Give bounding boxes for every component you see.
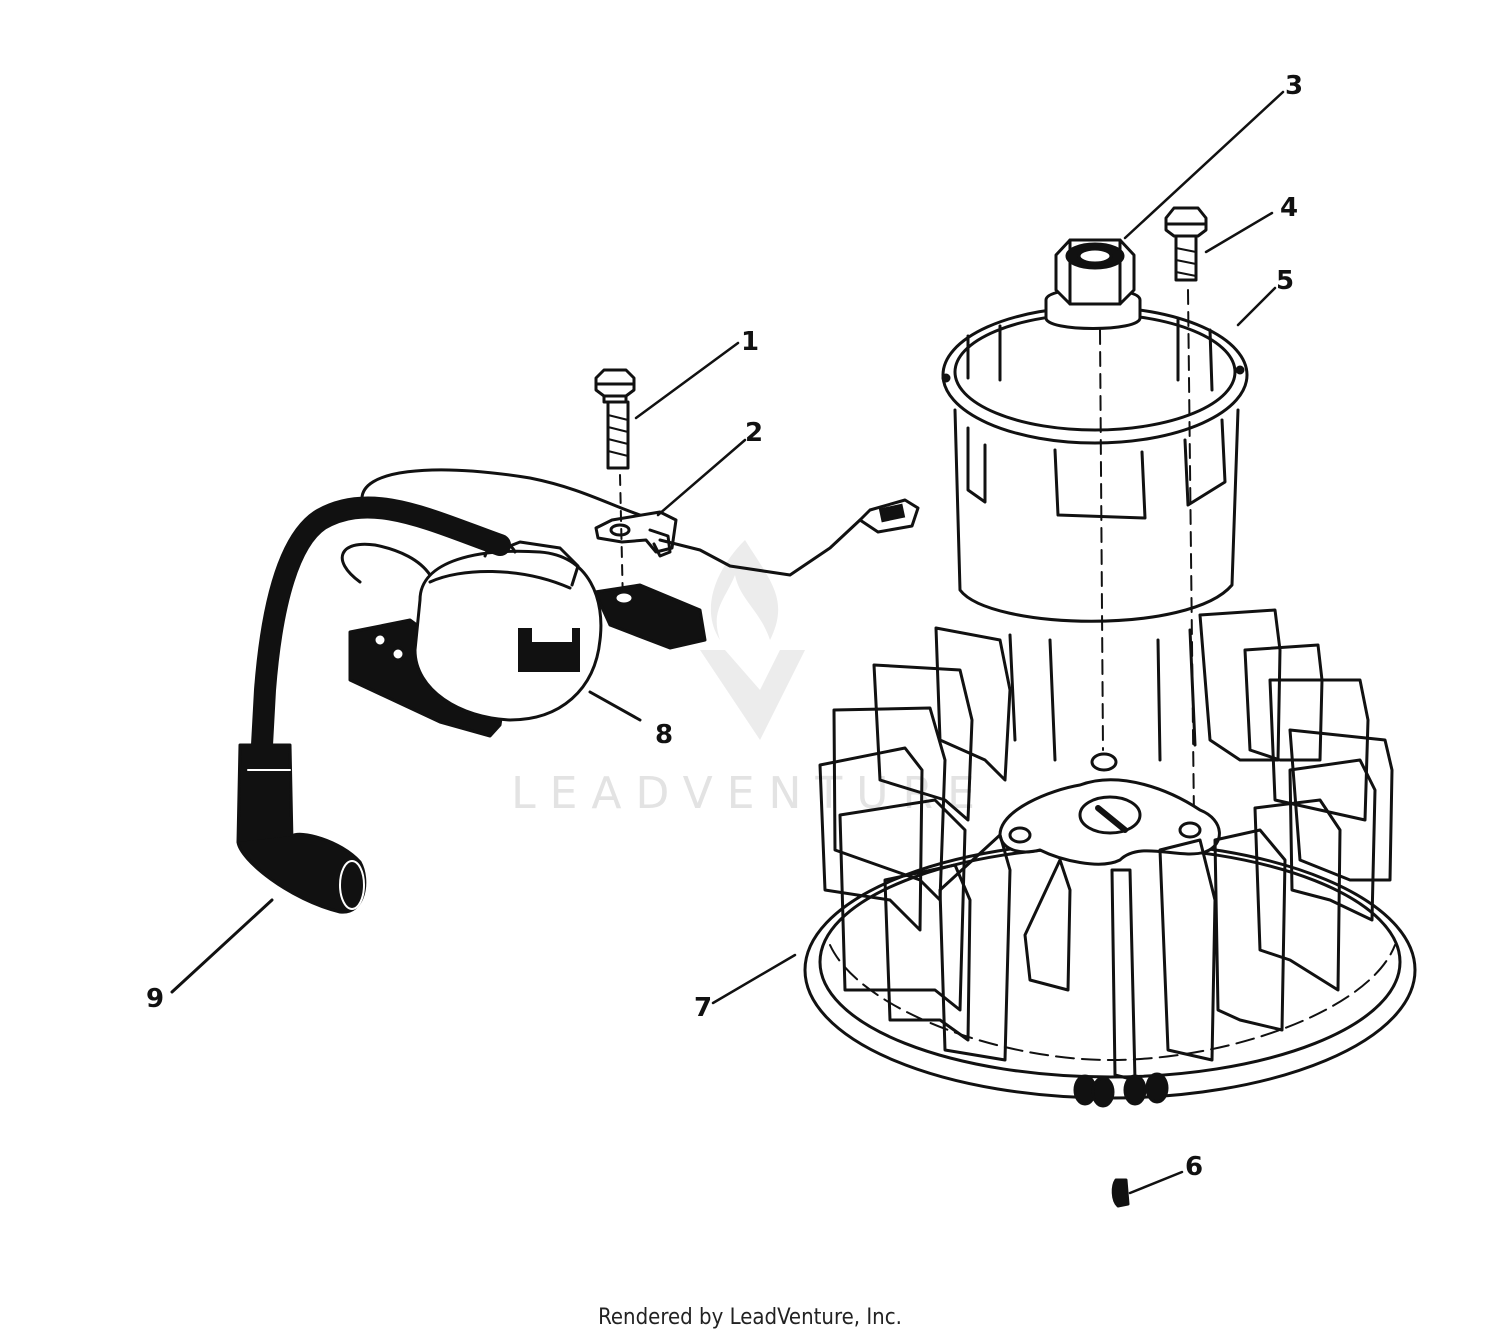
watermark-text: LEADVENTURE: [511, 768, 989, 819]
part-3-flywheel-nut: [1044, 238, 1142, 751]
callout-9: 9: [146, 984, 164, 1014]
callout-4: 4: [1280, 193, 1298, 223]
part-1-bolt: [594, 368, 636, 606]
callout-6: 6: [1185, 1152, 1203, 1182]
callout-2: 2: [745, 418, 763, 448]
part-5-starter-cup: [941, 305, 1249, 623]
part-9-spark-plug-lead: [170, 496, 511, 994]
part-4-screw: [1164, 206, 1208, 821]
part-6-flywheel-key: [1111, 1178, 1130, 1208]
callout-5: 5: [1276, 266, 1294, 296]
part-8-ignition-module: [340, 468, 707, 738]
callout-7: 7: [694, 993, 712, 1023]
callout-1: 1: [741, 327, 759, 357]
callout-3: 3: [1285, 71, 1303, 101]
exploded-parts-diagram: LEADVENTURE: [146, 71, 1417, 1208]
callout-labels: 1 2 3 4 5 6 7 8 9: [146, 71, 1303, 1182]
callout-8: 8: [655, 720, 673, 750]
part-2-ground-bracket: [594, 498, 920, 577]
leader-lines: [634, 90, 1285, 1195]
watermark: LEADVENTURE: [511, 540, 989, 819]
part-7-flywheel: [803, 608, 1417, 1108]
footer-credit: Rendered by LeadVenture, Inc.: [598, 1305, 902, 1330]
